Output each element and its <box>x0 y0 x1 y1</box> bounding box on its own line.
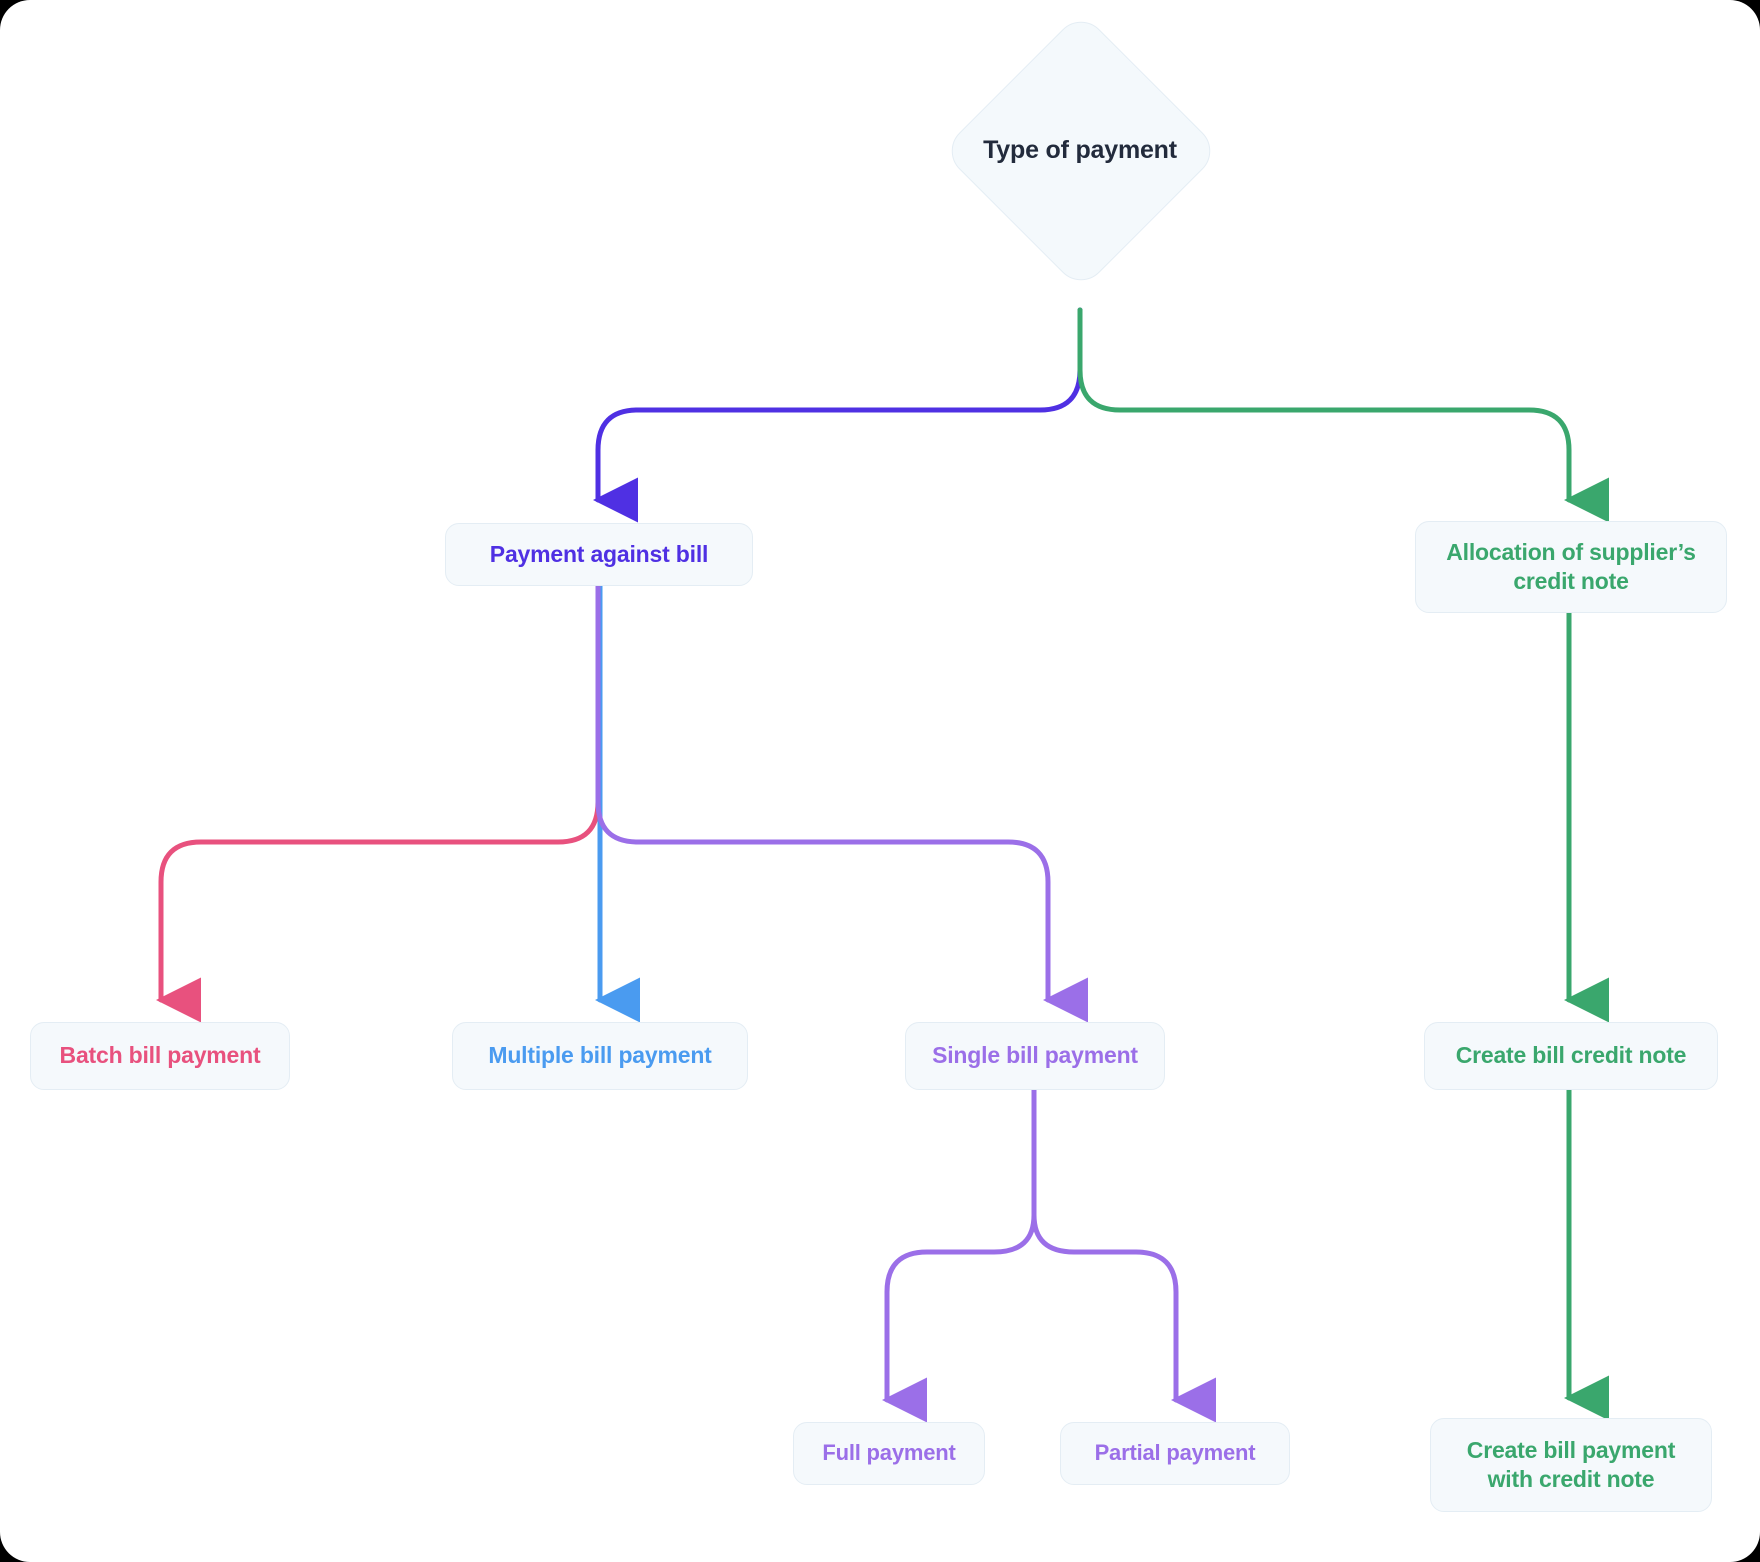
node-multiple-bill-payment[interactable]: Multiple bill payment <box>452 1022 748 1090</box>
node-partial-payment[interactable]: Partial payment <box>1060 1422 1290 1485</box>
node-allocation-of-suppliers-credit-note[interactable]: Allocation of supplier’s credit note <box>1415 521 1727 613</box>
node-create-bill-payment-with-credit-note[interactable]: Create bill payment with credit note <box>1430 1418 1712 1512</box>
decision-node-label: Type of payment <box>983 135 1177 164</box>
edge-single-to-partial <box>1031 1087 1216 1423</box>
edge-payment-to-batch <box>156 583 601 1023</box>
edge-single-to-full <box>882 1087 1037 1423</box>
node-payment-against-bill[interactable]: Payment against bill <box>445 523 753 586</box>
edge-root-to-payment-against-bill <box>593 307 1083 523</box>
edge-payment-to-single <box>595 583 1088 1023</box>
node-full-payment[interactable]: Full payment <box>793 1422 985 1485</box>
edge-root-to-allocation-credit <box>1077 307 1609 523</box>
node-batch-bill-payment[interactable]: Batch bill payment <box>30 1022 290 1090</box>
node-create-bill-credit-note[interactable]: Create bill credit note <box>1424 1022 1718 1090</box>
node-single-bill-payment[interactable]: Single bill payment <box>905 1022 1165 1090</box>
